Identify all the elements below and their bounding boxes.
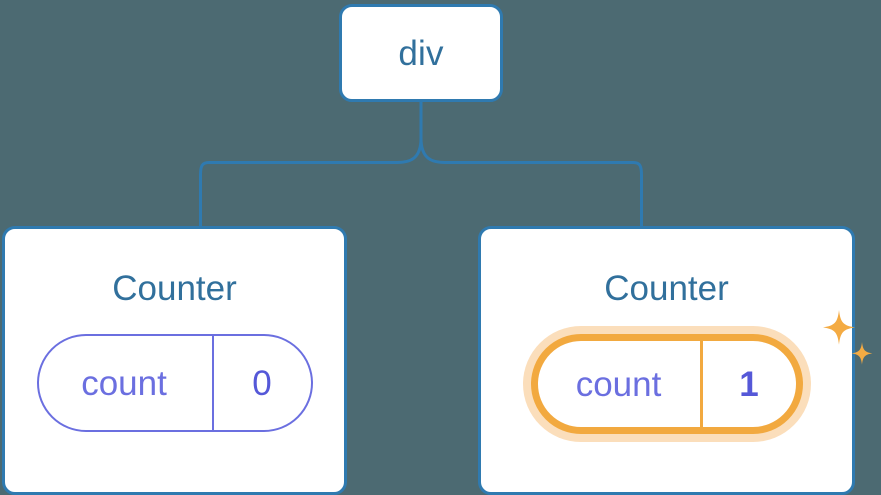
tree-node-counter-left[interactable]: Counter count 0 [2, 226, 347, 495]
sparkle-large-icon [822, 310, 855, 345]
state-value-left: 0 [252, 363, 272, 403]
state-pill-left[interactable]: count 0 [36, 334, 313, 432]
connector-root-to-left-child [199, 100, 423, 228]
counter-left-title: Counter [112, 269, 237, 308]
state-pill-wrapper-right: count 1 [530, 310, 872, 434]
sparkle-group [822, 310, 872, 365]
state-key-left: count [39, 336, 214, 430]
tree-node-counter-right[interactable]: Counter count 1 [478, 226, 872, 495]
tree-node-root[interactable]: div [339, 4, 503, 102]
state-value-right: 1 [739, 364, 759, 404]
connector-root-to-right-child [419, 100, 643, 228]
state-pill-wrapper-left: count 0 [36, 334, 313, 432]
state-pill-right-highlighted[interactable]: count 1 [530, 334, 803, 434]
state-key-right: count [538, 341, 703, 427]
counter-right-title: Counter [604, 269, 729, 308]
sparkle-small-icon [851, 342, 872, 365]
root-node-label: div [398, 33, 444, 73]
